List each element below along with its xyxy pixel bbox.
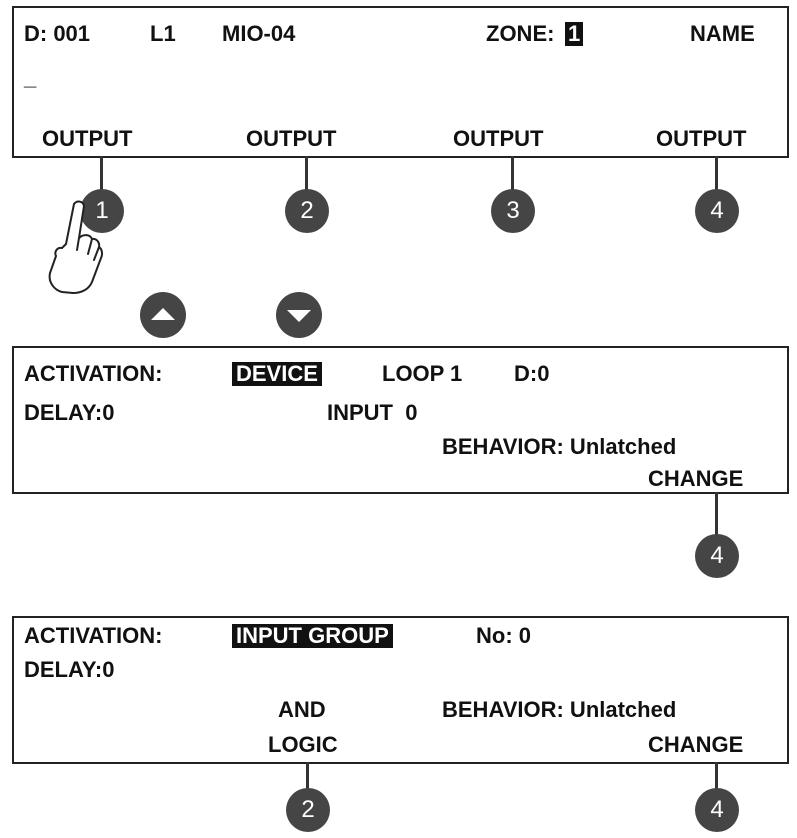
scroll-up-button[interactable]: [140, 292, 186, 338]
softkey-button-4[interactable]: 4: [695, 189, 739, 233]
softkey-label-4: OUTPUT: [656, 127, 746, 151]
device-address: D:0: [514, 362, 549, 386]
delay-value: DELAY:0: [24, 401, 114, 425]
name-label: NAME: [690, 22, 755, 46]
activation-value: INPUT GROUP: [232, 624, 393, 648]
softkey-label-2: OUTPUT: [246, 127, 336, 151]
change-softkey-label: CHANGE: [648, 467, 743, 491]
softkey-button-3[interactable]: 3: [491, 189, 535, 233]
behavior-setting: BEHAVIOR: Unlatched: [442, 435, 676, 459]
device-number: D: 001: [24, 22, 90, 46]
softkey-button-4[interactable]: 4: [695, 788, 739, 832]
leader-line-2: [305, 156, 308, 192]
scroll-down-button[interactable]: [276, 292, 322, 338]
group-number: No: 0: [476, 624, 531, 648]
zone-value: 1: [565, 22, 583, 46]
pointing-hand-icon: [40, 196, 104, 300]
loop-label: L1: [150, 22, 176, 46]
softkey-button-2[interactable]: 2: [285, 189, 329, 233]
zone-label: ZONE:: [486, 22, 554, 46]
softkey-label-3: OUTPUT: [453, 127, 543, 151]
leader-line-4: [715, 156, 718, 192]
leader-line-change: [715, 492, 718, 536]
softkey-button-2[interactable]: 2: [286, 788, 330, 832]
softkey-label-1: OUTPUT: [42, 127, 132, 151]
delay-value: DELAY:0: [24, 658, 114, 682]
logic-operator: AND: [278, 698, 326, 722]
arrow-up-icon: [140, 292, 186, 338]
input-number: INPUT 0: [327, 401, 417, 425]
softkey-button-4[interactable]: 4: [695, 534, 739, 578]
arrow-down-icon: [276, 292, 322, 338]
leader-line-1: [100, 156, 103, 192]
activation-value: DEVICE: [232, 362, 322, 386]
logic-softkey-label: LOGIC: [268, 733, 338, 757]
behavior-setting: BEHAVIOR: Unlatched: [442, 698, 676, 722]
change-softkey-label: CHANGE: [648, 733, 743, 757]
text-cursor: _: [24, 66, 36, 90]
module-model: MIO-04: [222, 22, 295, 46]
leader-line-3: [511, 156, 514, 192]
loop-number: LOOP 1: [382, 362, 462, 386]
activation-label: ACTIVATION:: [24, 624, 163, 648]
activation-label: ACTIVATION:: [24, 362, 163, 386]
